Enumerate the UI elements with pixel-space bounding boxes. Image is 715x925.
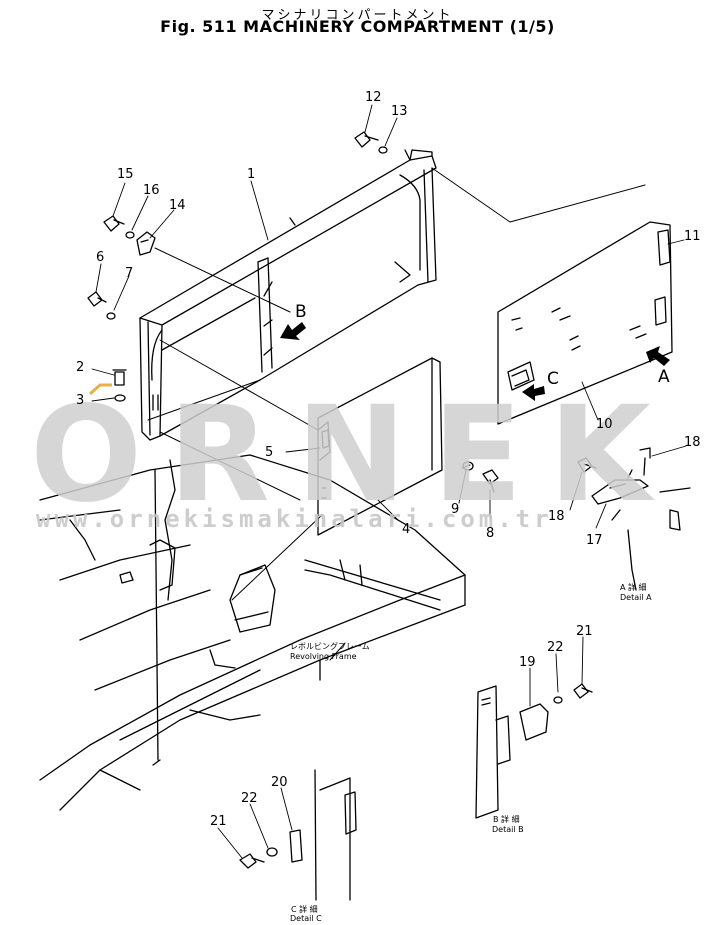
part-label-14: 14 bbox=[169, 198, 186, 213]
revolving-frame bbox=[39, 454, 466, 811]
detail-a-en: Detail A bbox=[620, 593, 652, 602]
part-label-21b: 21 bbox=[210, 814, 227, 829]
arrow-c bbox=[522, 384, 545, 401]
part-label-8: 8 bbox=[486, 526, 495, 541]
detail-c-jp: C 詳 細 bbox=[291, 905, 318, 914]
hardware-parts bbox=[87, 131, 691, 901]
revolving-frame-label-jp: レボルビングフレーム bbox=[290, 642, 370, 651]
part-label-9: 9 bbox=[451, 502, 460, 517]
detail-b-jp: B 詳 細 bbox=[493, 815, 520, 824]
part-label-20: 20 bbox=[271, 775, 288, 790]
watermark-url: www.ornekismakinalari.com.tr bbox=[36, 505, 553, 533]
title-english: Fig. 511 MACHINERY COMPARTMENT (1/5) bbox=[160, 17, 555, 36]
arrow-a bbox=[646, 346, 670, 366]
part-label-22b: 22 bbox=[241, 791, 258, 806]
door-panel-part-4 bbox=[317, 357, 443, 536]
part-label-12: 12 bbox=[365, 90, 382, 105]
arrow-b bbox=[280, 322, 306, 340]
view-marker-b: B bbox=[295, 302, 307, 322]
part-label-5: 5 bbox=[265, 445, 274, 460]
part-label-7: 7 bbox=[125, 266, 134, 281]
part-label-2: 2 bbox=[76, 360, 85, 375]
title-japanese: マシナリコンパートメント bbox=[261, 8, 454, 23]
part-label-13: 13 bbox=[391, 104, 408, 119]
part-label-22a: 22 bbox=[547, 640, 564, 655]
part-label-18b: 18 bbox=[548, 509, 565, 524]
part-label-17: 17 bbox=[586, 533, 603, 548]
view-arrows[interactable] bbox=[280, 322, 670, 401]
detail-a-jp: A 詳 細 bbox=[620, 583, 647, 592]
part-label-1: 1 bbox=[247, 167, 256, 182]
view-marker-c: C bbox=[547, 369, 559, 389]
part-label-16: 16 bbox=[143, 183, 160, 198]
detail-b-en: Detail B bbox=[492, 825, 524, 834]
watermark-logo-icon bbox=[88, 383, 112, 395]
part-label-6: 6 bbox=[96, 250, 105, 265]
detail-c-en: Detail C bbox=[290, 914, 322, 923]
part-label-11: 11 bbox=[684, 229, 701, 244]
view-marker-a: A bbox=[658, 367, 670, 387]
callout-leaders bbox=[91, 104, 687, 859]
revolving-frame-label-en: Revolving Frame bbox=[290, 652, 357, 661]
part-label-19: 19 bbox=[519, 655, 536, 670]
watermark-brand: ORNEK bbox=[30, 378, 677, 532]
part-label-4: 4 bbox=[402, 522, 411, 537]
part-label-18a: 18 bbox=[684, 435, 701, 450]
part-label-15: 15 bbox=[117, 167, 134, 182]
part-label-21a: 21 bbox=[576, 624, 593, 639]
door-panel-part-10 bbox=[497, 221, 673, 425]
part-label-3: 3 bbox=[76, 393, 85, 408]
leader-lines bbox=[147, 167, 646, 661]
part-label-10: 10 bbox=[596, 417, 613, 432]
